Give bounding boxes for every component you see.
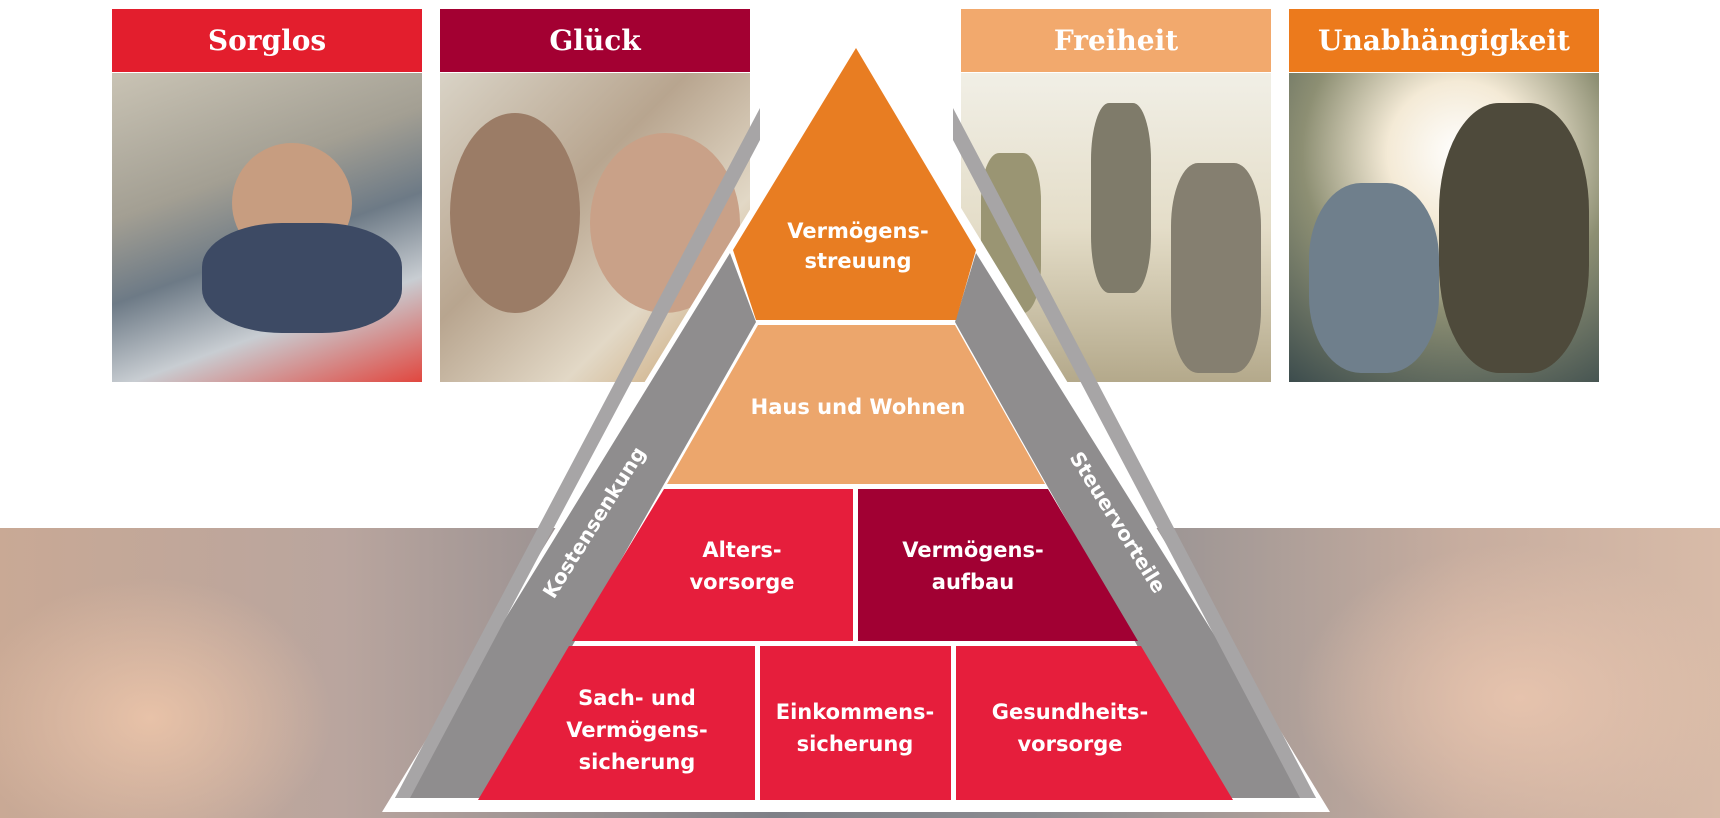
label-vermoegensstreuung-2: streuung bbox=[804, 249, 911, 273]
side-band-right bbox=[955, 253, 1316, 798]
label-einkommenssicherung-2: sicherung bbox=[797, 732, 914, 756]
photo-couple-skiing bbox=[1289, 73, 1599, 382]
label-vermoegensaufbau-1: Vermögens- bbox=[902, 538, 1043, 562]
photo-man-on-car bbox=[112, 73, 422, 382]
label-vermoegensstreuung-1: Vermögens- bbox=[787, 219, 928, 243]
segment-altersvorsorge bbox=[572, 489, 853, 641]
label-sach-und-vermoegenssicherung-3: sicherung bbox=[579, 750, 696, 774]
label-gesundheitsvorsorge-1: Gesundheits- bbox=[992, 700, 1149, 724]
segment-einkommenssicherung bbox=[760, 646, 951, 800]
tile-header: Sorglos bbox=[112, 9, 422, 72]
label-gesundheitsvorsorge-2: vorsorge bbox=[1017, 732, 1122, 756]
tile-header: Unabhängigkeit bbox=[1289, 9, 1599, 72]
side-band-right-shade bbox=[953, 108, 1316, 798]
label-vermoegensaufbau-2: aufbau bbox=[932, 570, 1014, 594]
segment-vermoegensaufbau bbox=[858, 489, 1138, 641]
segment-sach-und-vermoegenssicherung bbox=[478, 646, 755, 800]
label-einkommenssicherung-1: Einkommens- bbox=[776, 700, 935, 724]
segment-gesundheitsvorsorge bbox=[956, 646, 1233, 800]
tile-sorglos: Sorglos bbox=[112, 9, 422, 382]
tile-header: Freiheit bbox=[961, 9, 1271, 72]
label-sach-und-vermoegenssicherung-2: Vermögens- bbox=[566, 718, 707, 742]
label-altersvorsorge-1: Alters- bbox=[702, 538, 781, 562]
label-sach-und-vermoegenssicherung-1: Sach- und bbox=[578, 686, 696, 710]
side-band-left-shade bbox=[395, 108, 760, 798]
segment-haus-und-wohnen bbox=[667, 325, 1045, 484]
label-altersvorsorge-2: vorsorge bbox=[689, 570, 794, 594]
label-haus-und-wohnen: Haus und Wohnen bbox=[751, 395, 966, 419]
segment-vermoegensstreuung bbox=[733, 48, 976, 320]
side-band-left bbox=[395, 253, 756, 798]
tile-header: Glück bbox=[440, 9, 750, 72]
tile-unabhaengigkeit: Unabhängigkeit bbox=[1289, 9, 1599, 382]
